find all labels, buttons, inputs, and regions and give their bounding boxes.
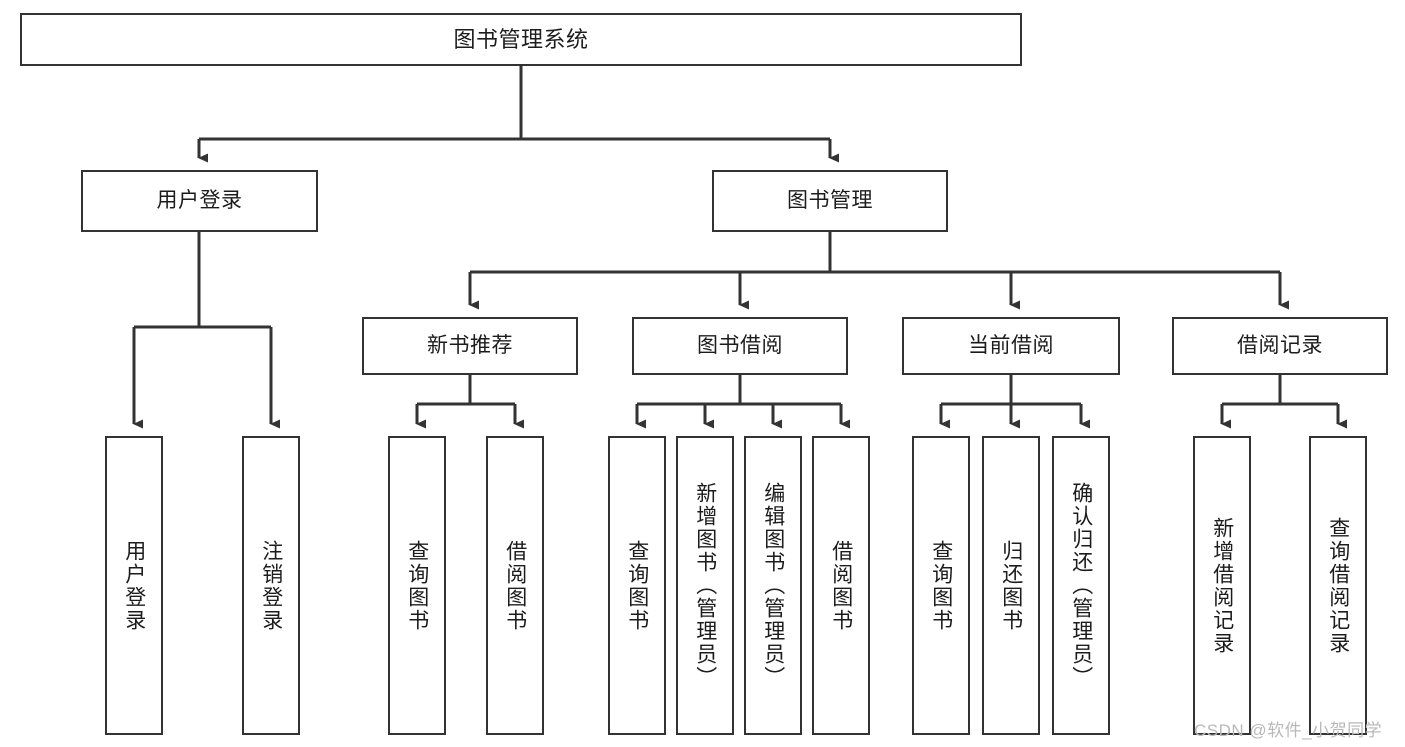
- node-label: 新书推荐: [427, 333, 513, 357]
- node-leaf-query-book-current[interactable]: 查询图书: [912, 436, 970, 735]
- node-book-manage[interactable]: 图书管理: [712, 170, 948, 232]
- node-leaf-return-book[interactable]: 归还图书: [982, 436, 1040, 735]
- node-label: 图书借阅: [697, 333, 783, 357]
- node-label: 确认归还（管理员）: [1069, 482, 1093, 689]
- node-label: 查询图书: [405, 539, 429, 632]
- node-leaf-borrow-book-recommend[interactable]: 借阅图书: [486, 436, 544, 735]
- node-label: 图书管理系统: [453, 26, 589, 52]
- csdn-watermark: CSDN @软件_小贺同学: [1194, 721, 1383, 740]
- node-label: 注销登录: [259, 539, 283, 632]
- node-root-system[interactable]: 图书管理系统: [20, 13, 1022, 66]
- node-label: 归还图书: [999, 539, 1023, 632]
- node-label: 借阅图书: [503, 539, 527, 632]
- node-leaf-confirm-return[interactable]: 确认归还（管理员）: [1052, 436, 1110, 735]
- node-leaf-add-borrow-record[interactable]: 新增借阅记录: [1193, 436, 1251, 735]
- node-label: 查询图书: [929, 539, 953, 632]
- node-leaf-edit-book[interactable]: 编辑图书（管理员）: [744, 436, 802, 735]
- node-leaf-query-book-borrow[interactable]: 查询图书: [608, 436, 666, 735]
- node-label: 用户登录: [122, 539, 146, 632]
- node-current-borrow[interactable]: 当前借阅: [902, 317, 1120, 375]
- node-label: 新增图书（管理员）: [693, 482, 717, 689]
- node-label: 借阅图书: [829, 539, 853, 632]
- node-label: 编辑图书（管理员）: [761, 482, 785, 689]
- node-label: 借阅记录: [1237, 333, 1323, 357]
- node-new-book-recommend[interactable]: 新书推荐: [362, 317, 578, 375]
- node-book-borrow[interactable]: 图书借阅: [632, 317, 848, 375]
- node-leaf-borrow-book[interactable]: 借阅图书: [812, 436, 870, 735]
- node-borrow-record[interactable]: 借阅记录: [1172, 317, 1388, 375]
- node-leaf-user-login[interactable]: 用户登录: [105, 436, 163, 735]
- node-label: 新增借阅记录: [1210, 516, 1234, 655]
- node-label: 查询借阅记录: [1326, 516, 1350, 655]
- node-label: 用户登录: [156, 188, 243, 212]
- node-leaf-query-book-recommend[interactable]: 查询图书: [388, 436, 446, 735]
- node-label: 当前借阅: [968, 333, 1054, 357]
- node-user-login[interactable]: 用户登录: [81, 170, 318, 232]
- node-leaf-add-book[interactable]: 新增图书（管理员）: [676, 436, 734, 735]
- node-leaf-query-borrow-record[interactable]: 查询借阅记录: [1309, 436, 1367, 735]
- node-label: 查询图书: [625, 539, 649, 632]
- node-label: 图书管理: [787, 188, 873, 212]
- node-leaf-logout[interactable]: 注销登录: [242, 436, 300, 735]
